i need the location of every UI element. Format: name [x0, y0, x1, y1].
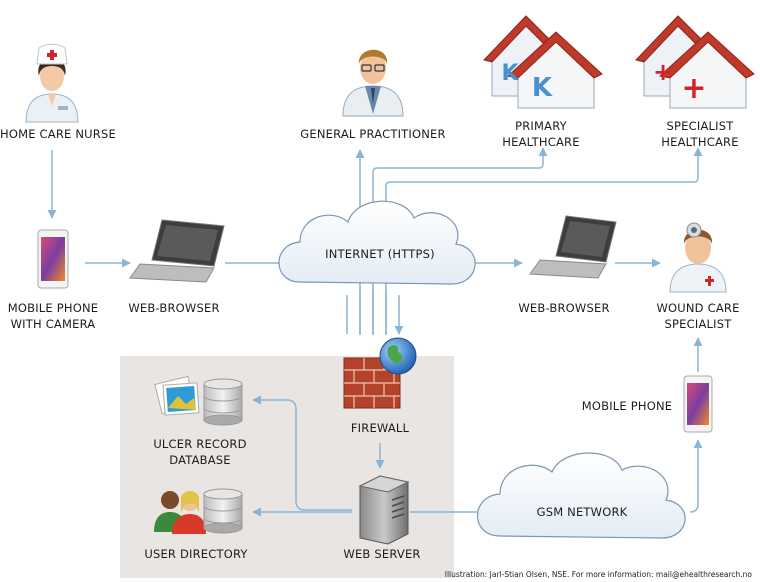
arrow-server-to-ulcer-db	[252, 395, 352, 511]
ulcer-db-icon	[154, 375, 243, 426]
web-server-icon	[358, 475, 410, 545]
laptop-right-icon	[529, 215, 617, 279]
arrows-into-firewall	[346, 290, 399, 334]
doctor-icon	[342, 49, 404, 117]
firewall-icon	[343, 337, 417, 409]
illustration-credit: Illustration: Jarl-Stian Olsen, NSE. For…	[444, 570, 752, 579]
house-cross-back: +	[653, 58, 673, 86]
user-directory-icon	[154, 488, 243, 534]
label-home-care-nurse: HOME CARE NURSE	[0, 127, 116, 141]
label-internet: INTERNET (HTTPS)	[325, 247, 435, 261]
photo-stack-icon	[154, 375, 200, 416]
label-web-server: WEB SERVER	[343, 547, 421, 561]
wound-specialist-icon	[669, 222, 727, 293]
house-cross-front: +	[681, 71, 706, 106]
laptop-left-icon	[129, 219, 225, 283]
internet-cloud	[278, 200, 476, 285]
database-icon	[203, 488, 243, 534]
nurse-icon	[25, 43, 79, 123]
label-user-directory: USER DIRECTORY	[144, 547, 248, 561]
gsm-cloud	[477, 452, 686, 539]
arrow-to-primary	[372, 147, 548, 335]
label-mobile-phone: MOBILE PHONE	[581, 399, 673, 413]
label-web-browser-right: WEB-BROWSER	[518, 301, 610, 315]
label-web-browser-left: WEB-BROWSER	[128, 301, 220, 315]
arrow-to-specialist-healthcare	[385, 147, 703, 335]
house-letter-k-front: K	[532, 73, 553, 103]
database-icon	[203, 378, 243, 426]
label-gsm-network: GSM NETWORK	[536, 505, 628, 519]
label-firewall: FIREWALL	[350, 421, 410, 435]
arrow-gsm-to-phone	[689, 439, 703, 513]
primary-house-icon: K K	[483, 15, 603, 109]
specialist-house-icon: + +	[635, 15, 755, 109]
connectors	[47, 147, 703, 517]
label-general-practitioner: GENERAL PRACTITIONER	[300, 127, 446, 141]
mobile-phone-camera-icon	[37, 229, 69, 289]
house-letter-k-back: K	[501, 61, 519, 86]
mobile-phone-icon	[683, 375, 713, 433]
users-icon	[154, 491, 206, 534]
